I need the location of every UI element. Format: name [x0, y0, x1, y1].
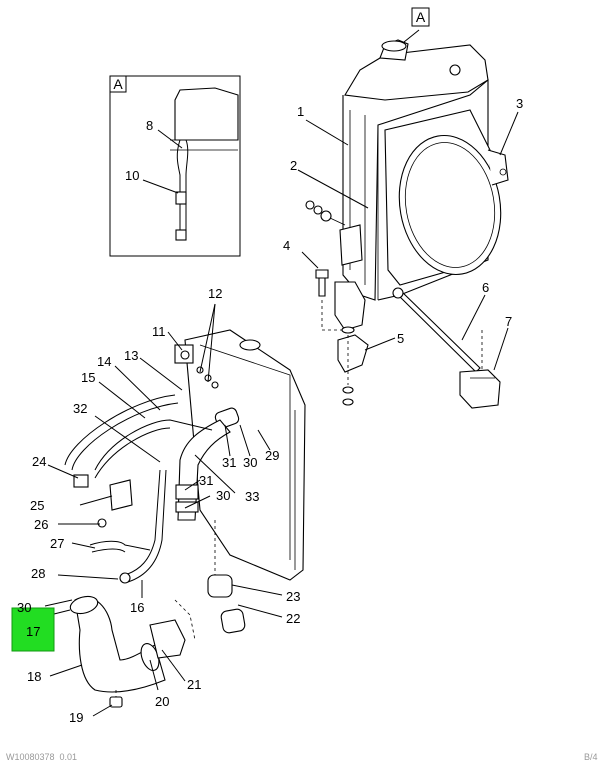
callout-19[interactable]: 19 — [69, 710, 83, 725]
radiator-assembly-lower — [64, 329, 306, 708]
callouts: 1 2 3 4 5 6 7 8 10 11 12 13 14 15 32 24 … — [17, 96, 523, 725]
callout-13[interactable]: 13 — [124, 348, 138, 363]
callout-4[interactable]: 4 — [283, 238, 290, 253]
callout-6[interactable]: 6 — [482, 280, 489, 295]
callout-18[interactable]: 18 — [27, 669, 41, 684]
callout-32[interactable]: 32 — [73, 401, 87, 416]
radiator-assembly-upper — [305, 39, 509, 409]
callout-10[interactable]: 10 — [125, 168, 139, 183]
callout-30-upper[interactable]: 30 — [243, 455, 257, 470]
callout-2[interactable]: 2 — [290, 158, 297, 173]
callout-29[interactable]: 29 — [265, 448, 279, 463]
callout-20[interactable]: 20 — [155, 694, 169, 709]
detail-view-box — [109, 75, 241, 257]
view-label-detail: A — [113, 76, 123, 92]
callout-23[interactable]: 23 — [286, 589, 300, 604]
footer-left: W10080378_0.01 — [6, 752, 77, 761]
callout-11[interactable]: 11 — [152, 324, 166, 339]
callout-25[interactable]: 25 — [30, 498, 44, 513]
callout-7[interactable]: 7 — [505, 314, 512, 329]
callout-1[interactable]: 1 — [297, 104, 304, 119]
callout-27[interactable]: 27 — [50, 536, 64, 551]
callout-31-upper[interactable]: 31 — [222, 455, 236, 470]
callout-5[interactable]: 5 — [397, 331, 404, 346]
callout-24[interactable]: 24 — [32, 454, 46, 469]
callout-15[interactable]: 15 — [81, 370, 95, 385]
callout-21[interactable]: 21 — [187, 677, 201, 692]
callout-14[interactable]: 14 — [97, 354, 111, 369]
footer-right: B/4 — [584, 752, 598, 761]
callout-30-lower[interactable]: 30 — [216, 488, 230, 503]
view-label-main: A — [411, 7, 430, 27]
callout-30-left[interactable]: 30 — [17, 600, 31, 615]
callout-33[interactable]: 33 — [245, 489, 259, 504]
callout-31-lower[interactable]: 31 — [199, 473, 213, 488]
callout-26[interactable]: 26 — [34, 517, 48, 532]
callout-3[interactable]: 3 — [516, 96, 523, 111]
callout-28[interactable]: 28 — [31, 566, 45, 581]
svg-text:A: A — [416, 9, 426, 25]
callout-22[interactable]: 22 — [286, 611, 300, 626]
callout-17[interactable]: 17 — [26, 624, 40, 639]
leader-lines — [44, 29, 519, 717]
callout-16[interactable]: 16 — [130, 600, 144, 615]
callout-8[interactable]: 8 — [146, 118, 153, 133]
highlight-part-17[interactable] — [11, 607, 55, 652]
callout-12[interactable]: 12 — [208, 286, 222, 301]
